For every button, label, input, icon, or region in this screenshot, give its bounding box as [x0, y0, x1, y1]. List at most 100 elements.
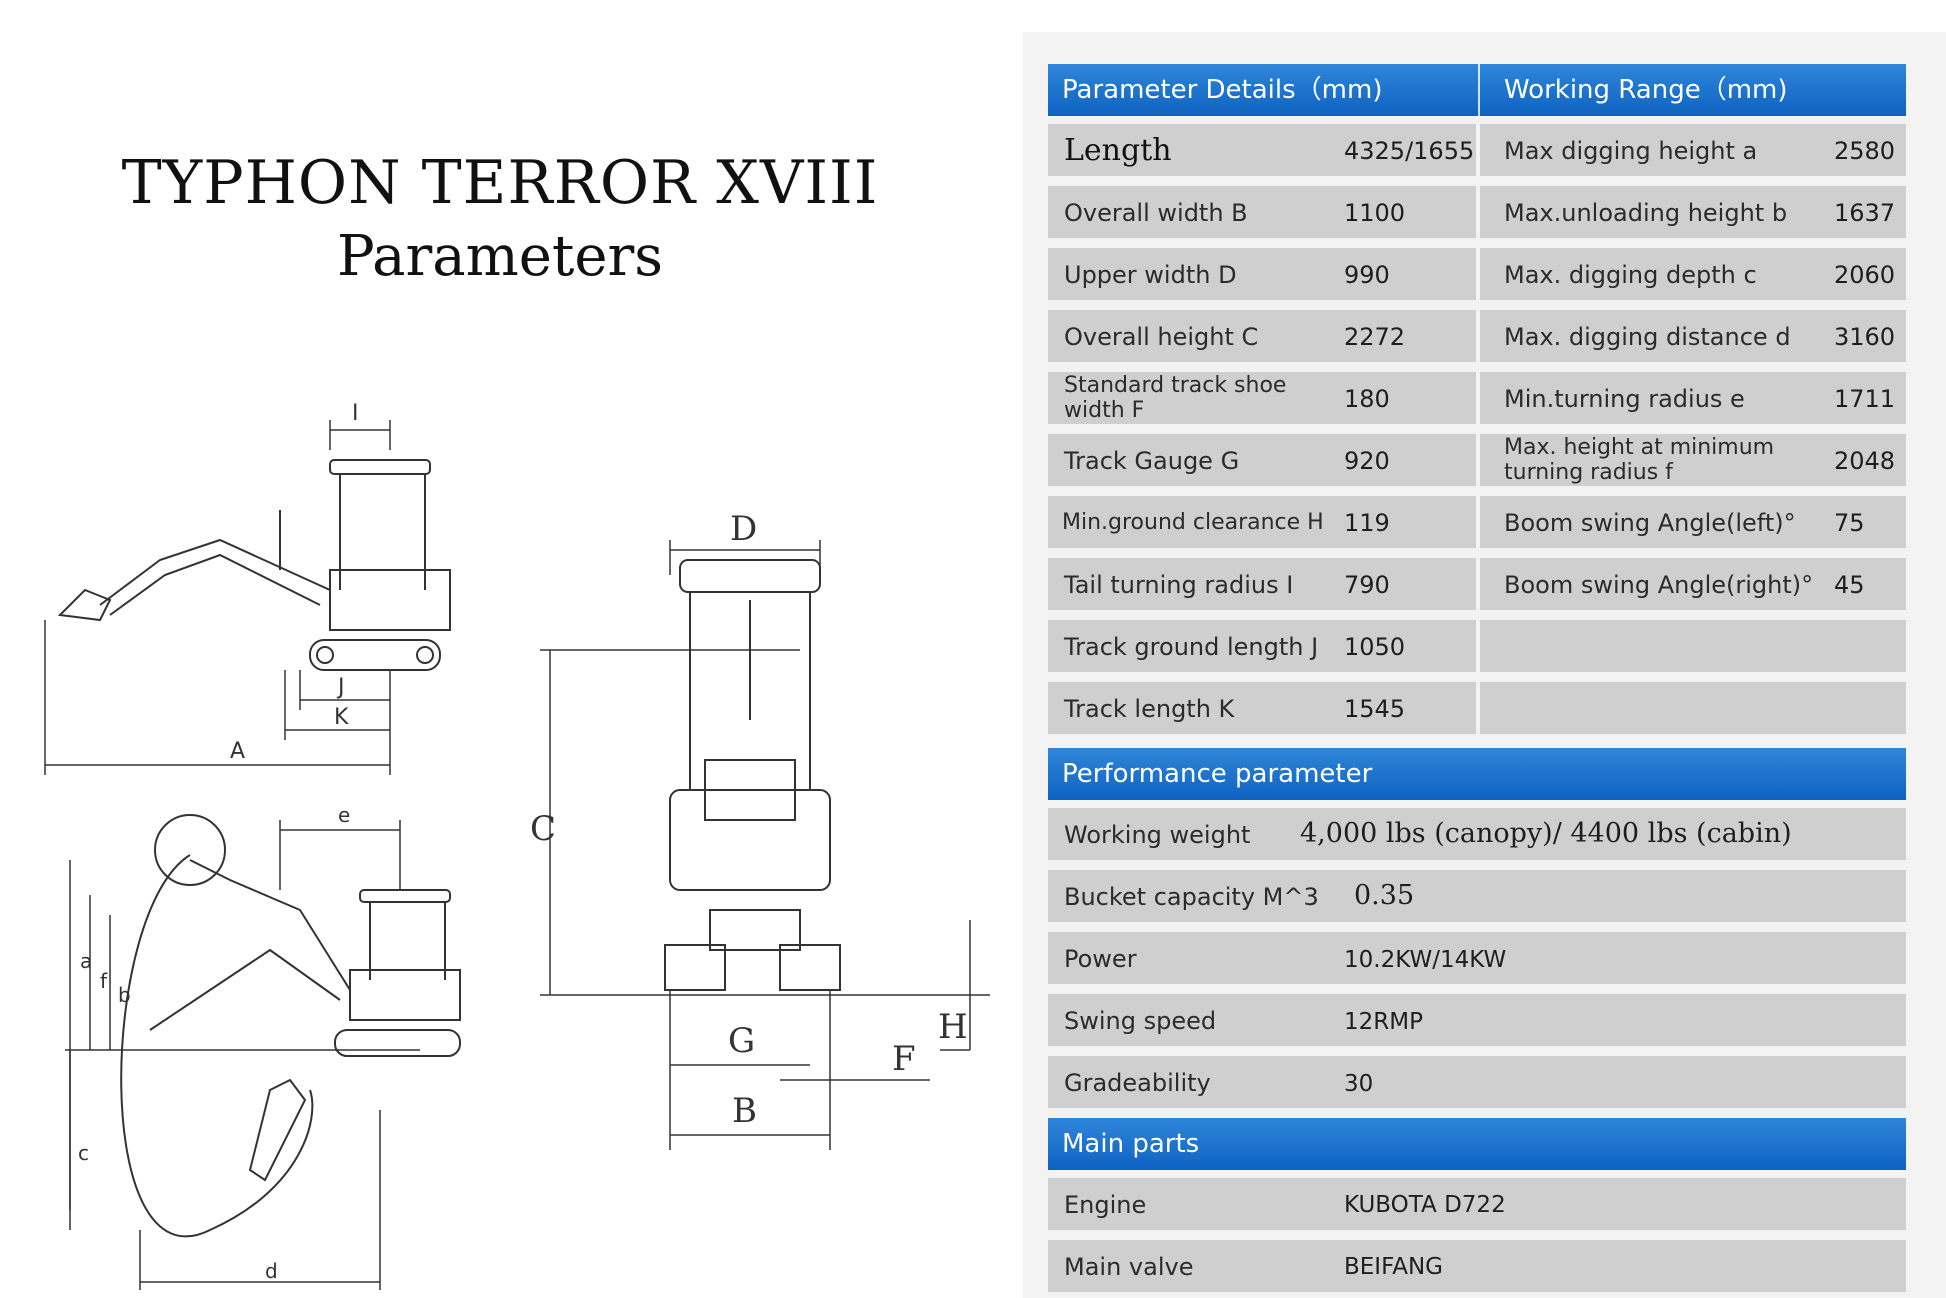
- param-label: Overall height C: [1064, 323, 1259, 351]
- label-F: F: [892, 1039, 916, 1079]
- parameter-table-header: Parameter Details（mm) Working Range（mm): [1048, 64, 1906, 116]
- param-value: 1545: [1344, 695, 1406, 723]
- param-value: 1050: [1344, 633, 1406, 661]
- table-row: Track Gauge G 920 Max. height at minimum…: [1048, 434, 1906, 486]
- perf-label: Gradeability: [1064, 1069, 1211, 1097]
- param-label: Standard track shoe width F: [1064, 373, 1287, 423]
- main-parts-heading: Main parts: [1062, 1129, 1200, 1159]
- perf-value: 12RMP: [1344, 1009, 1423, 1035]
- label-B: B: [732, 1091, 757, 1131]
- page-title: TYPHON TERROR XVIII: [121, 148, 879, 218]
- perf-value: 10.2KW/14KW: [1344, 947, 1507, 973]
- working-range-heading: Working Range（mm): [1504, 75, 1788, 105]
- table-row: Bucket capacity M^3 0.35: [1048, 870, 1906, 922]
- param-value: 920: [1344, 447, 1390, 475]
- front-view-dimensions: [540, 540, 990, 1150]
- param-label: Track Gauge G: [1064, 447, 1240, 475]
- label-c: c: [78, 1141, 89, 1165]
- label-a: a: [80, 949, 92, 973]
- range-value: 2060: [1834, 261, 1896, 289]
- front-view-excavator: [664, 559, 841, 991]
- range-value: 2580: [1834, 137, 1896, 165]
- part-value: KUBOTA D722: [1344, 1192, 1506, 1218]
- table-row: Upper width D 990 Max. digging depth c 2…: [1048, 248, 1906, 300]
- performance-header: Performance parameter: [1048, 748, 1906, 800]
- param-value: 4325/1655: [1344, 137, 1475, 165]
- range-value: 1711: [1834, 385, 1896, 413]
- param-label: Length: [1064, 133, 1172, 168]
- label-H: H: [938, 1007, 968, 1047]
- label-D: D: [730, 509, 757, 549]
- range-label: Max. digging depth c: [1504, 261, 1757, 289]
- param-value: 790: [1344, 571, 1390, 599]
- table-row: Track length K 1545: [1048, 682, 1906, 734]
- param-label: Track ground length J: [1064, 633, 1319, 661]
- param-label: Tail turning radius I: [1064, 571, 1294, 599]
- perf-value: 0.35: [1354, 880, 1415, 911]
- range-value: 1637: [1834, 199, 1896, 227]
- table-row: Track ground length J 1050: [1048, 620, 1906, 672]
- excavator-dimension-drawing: I J K A e: [44, 401, 990, 1290]
- main-parts-header: Main parts: [1048, 1118, 1906, 1170]
- range-label: Max. height at minimum turning radius f: [1504, 435, 1775, 485]
- param-value: 990: [1344, 261, 1390, 289]
- parameter-details-heading: Parameter Details（mm): [1062, 75, 1383, 105]
- range-label: Max digging height a: [1504, 137, 1758, 165]
- label-b: b: [118, 983, 131, 1007]
- table-row: Standard track shoe width F 180 Min.turn…: [1048, 372, 1906, 424]
- range-value: 2048: [1834, 447, 1896, 475]
- table-row: Min.ground clearance H 119 Boom swing An…: [1048, 496, 1906, 548]
- range-label: Boom swing Angle(left)°: [1504, 509, 1796, 537]
- page-subtitle: Parameters: [336, 224, 664, 289]
- table-row: Swing speed 12RMP: [1048, 994, 1906, 1046]
- table-row: Main valve BEIFANG: [1048, 1240, 1906, 1292]
- label-G: G: [728, 1021, 755, 1061]
- range-value: 3160: [1834, 323, 1896, 351]
- param-label: Overall width B: [1064, 199, 1248, 227]
- perf-label: Bucket capacity M^3: [1064, 883, 1319, 911]
- part-label: Main valve: [1064, 1253, 1194, 1281]
- table-row: Power 10.2KW/14KW: [1048, 932, 1906, 984]
- table-row: Overall height C 2272 Max. digging dista…: [1048, 310, 1906, 362]
- param-label: Min.ground clearance H: [1062, 510, 1324, 535]
- range-label: Boom swing Angle(right)°: [1504, 571, 1814, 599]
- part-value: BEIFANG: [1344, 1254, 1443, 1280]
- perf-value: 4,000 lbs (canopy)/ 4400 lbs (cabin): [1300, 818, 1792, 849]
- label-C: C: [530, 809, 556, 849]
- label-f: f: [100, 969, 108, 993]
- perf-label: Swing speed: [1064, 1007, 1217, 1035]
- side-view-excavator: [57, 459, 451, 671]
- part-label: Engine: [1064, 1191, 1147, 1219]
- range-label: Max. digging distance d: [1504, 323, 1791, 351]
- table-row: Engine KUBOTA D722: [1048, 1178, 1906, 1230]
- param-value: 2272: [1344, 323, 1406, 351]
- table-row: Tail turning radius I 790 Boom swing Ang…: [1048, 558, 1906, 610]
- label-K: K: [334, 705, 349, 730]
- param-label: Track length K: [1064, 695, 1235, 723]
- working-range-view: [120, 814, 461, 1238]
- range-value: 75: [1834, 509, 1865, 537]
- label-e: e: [338, 803, 350, 827]
- param-value: 1100: [1344, 199, 1406, 227]
- label-I: I: [352, 401, 359, 426]
- side-view-dimensions: [44, 420, 391, 775]
- param-value: 180: [1344, 385, 1390, 413]
- param-value: 119: [1344, 509, 1390, 537]
- label-A: A: [230, 739, 245, 764]
- perf-label: Working weight: [1064, 821, 1251, 849]
- range-value: 45: [1834, 571, 1865, 599]
- performance-heading: Performance parameter: [1062, 759, 1373, 789]
- table-row: Overall width B 1100 Max.unloading heigh…: [1048, 186, 1906, 238]
- table-row: Working weight 4,000 lbs (canopy)/ 4400 …: [1048, 808, 1906, 860]
- range-label: Min.turning radius e: [1504, 385, 1745, 413]
- param-label: Upper width D: [1064, 261, 1237, 289]
- diagram-area: TYPHON TERROR XVIII Parameters: [44, 148, 990, 1290]
- label-J: J: [336, 675, 345, 700]
- range-label: Max.unloading height b: [1504, 199, 1788, 227]
- table-row: Gradeability 30: [1048, 1056, 1906, 1108]
- perf-label: Power: [1064, 945, 1137, 973]
- header-divider: [1478, 64, 1480, 116]
- table-row: Length 4325/1655 Max digging height a 25…: [1048, 124, 1906, 176]
- label-d: d: [265, 1259, 278, 1283]
- perf-value: 30: [1344, 1071, 1374, 1097]
